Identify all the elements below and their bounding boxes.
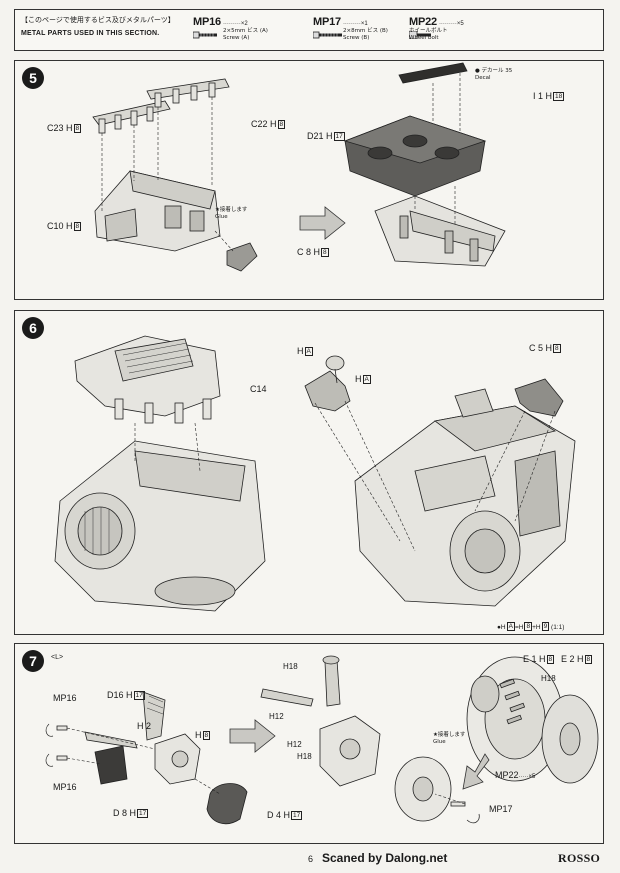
part-spec-en: Screw (A) — [223, 35, 250, 41]
part-qty: ·········×2 — [222, 21, 248, 27]
label-mp17: MP17 — [489, 804, 513, 814]
part-mp16: MP16·········×2 2×5mm ビス (A)Screw (A) — [193, 12, 268, 41]
step-number: 6 — [22, 317, 44, 339]
part-code: MP22 — [409, 16, 437, 28]
screw-icon — [193, 31, 217, 39]
screw-icon — [313, 31, 342, 39]
step-7-panel: 7 <L> — [14, 643, 604, 844]
part-code: MP17 — [313, 16, 341, 28]
header-title-jp: 【このページで使用するビス及びメタルパーツ】 — [21, 16, 175, 24]
part-spec-jp: ホイールボルト — [409, 28, 448, 34]
side-indicator: <L> — [51, 654, 64, 661]
step-number: 7 — [22, 650, 44, 672]
step-number: 5 — [22, 67, 44, 89]
label-h18-a: H18 — [283, 662, 298, 671]
part-code: MP16 — [193, 16, 221, 28]
scan-credit: Scaned by Dalong.net — [322, 851, 448, 865]
label-mp22: MP22·····×5 — [495, 770, 536, 780]
label-h12-a: H12 — [269, 712, 284, 721]
step-5-panel: 5 — [14, 60, 604, 300]
page-number: 6 — [308, 854, 314, 864]
part-qty: ·········×5 — [438, 21, 464, 27]
label-h18-b: H18 — [297, 752, 312, 761]
part-mp17: MP17·········×1 2×8mm ビス (B)Screw (B) — [313, 12, 388, 41]
brand-logo: ROSSO — [558, 851, 601, 865]
step-6-panel: 6 — [14, 310, 604, 635]
step-7-diagram — [45, 655, 599, 825]
label-mp16-b: MP16 — [53, 782, 77, 792]
header-title-en: METAL PARTS USED IN THIS SECTION. — [21, 30, 160, 37]
wheel-bolt-icon — [409, 31, 431, 39]
part-spec-jp: 2×5mm ビス (A) — [223, 28, 268, 34]
label-h18-c: H18 — [541, 674, 556, 683]
part-qty: ·········×1 — [342, 21, 368, 27]
step-5-diagram — [92, 62, 506, 272]
part-spec-en: Wheel bolt — [409, 35, 439, 41]
label-mp16-a: MP16 — [53, 693, 77, 703]
label-h2: H 2 — [137, 721, 152, 731]
label-c14: C14 — [250, 384, 267, 394]
step-6-diagram — [54, 335, 576, 612]
part-spec-jp: 2×8mm ビス (B) — [343, 28, 388, 34]
metal-parts-header: 【このページで使用するビス及びメタルパーツ】 METAL PARTS USED … — [14, 9, 604, 51]
part-spec-en: Screw (B) — [343, 35, 370, 41]
label-h12-b: H12 — [287, 740, 302, 749]
